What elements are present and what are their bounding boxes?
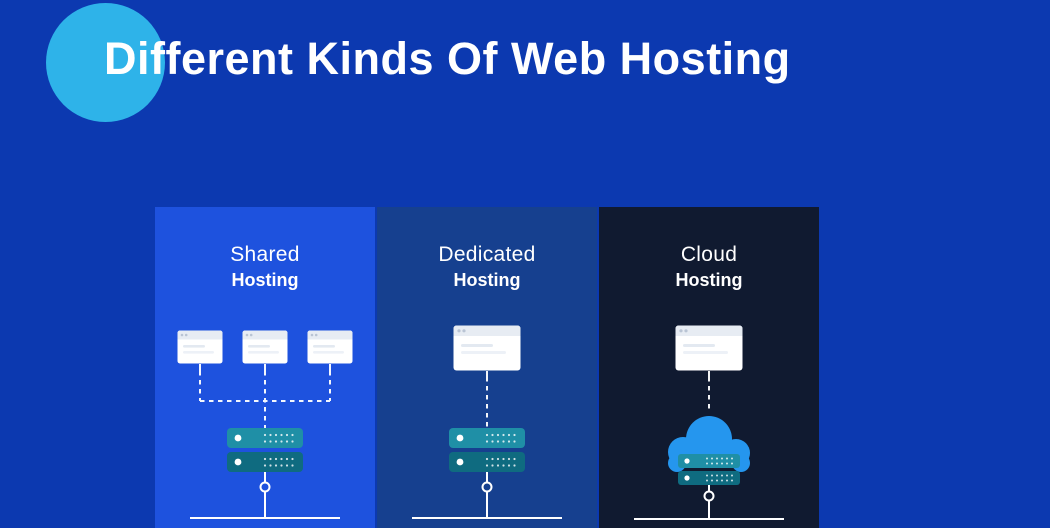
panel-title-line1: Cloud	[680, 243, 738, 266]
panel-dedicated-hosting: Dedicated Hosting	[377, 207, 597, 528]
panel-cloud-hosting: Cloud Hosting	[599, 207, 819, 528]
panel-title-line1: Shared	[230, 243, 300, 266]
network-node-line	[412, 472, 562, 519]
panel-title-line2: Hosting	[453, 270, 521, 290]
panel-title-line2: Hosting	[231, 270, 299, 290]
dashed-connector-line	[708, 371, 710, 412]
browser-window-icon	[453, 325, 521, 371]
browser-windows-row	[155, 330, 375, 364]
server-rack-icon	[449, 428, 525, 472]
cloud-server-icon	[668, 416, 750, 485]
network-node-line	[634, 485, 784, 520]
browser-window-icon	[675, 325, 743, 371]
slide-title: Different Kinds Of Web Hosting	[104, 33, 791, 84]
panel-title: Dedicated Hosting	[377, 243, 597, 291]
browser-window-icon	[242, 330, 288, 364]
server-rack-icon	[227, 428, 303, 472]
panel-title-line1: Dedicated	[438, 243, 536, 266]
browser-window-icon	[307, 330, 353, 364]
panel-shared-hosting: Shared Hosting	[155, 207, 375, 528]
browser-window-icon	[177, 330, 223, 364]
hosting-panels-row: Shared Hosting	[155, 207, 819, 528]
dashed-connector-lines	[199, 364, 331, 428]
panel-title-line2: Hosting	[675, 270, 743, 290]
network-node-line	[190, 472, 340, 519]
accent-circle-decoration	[46, 3, 165, 122]
panel-title: Shared Hosting	[155, 243, 375, 291]
dashed-connector-line	[486, 371, 488, 428]
panel-title: Cloud Hosting	[599, 243, 819, 291]
